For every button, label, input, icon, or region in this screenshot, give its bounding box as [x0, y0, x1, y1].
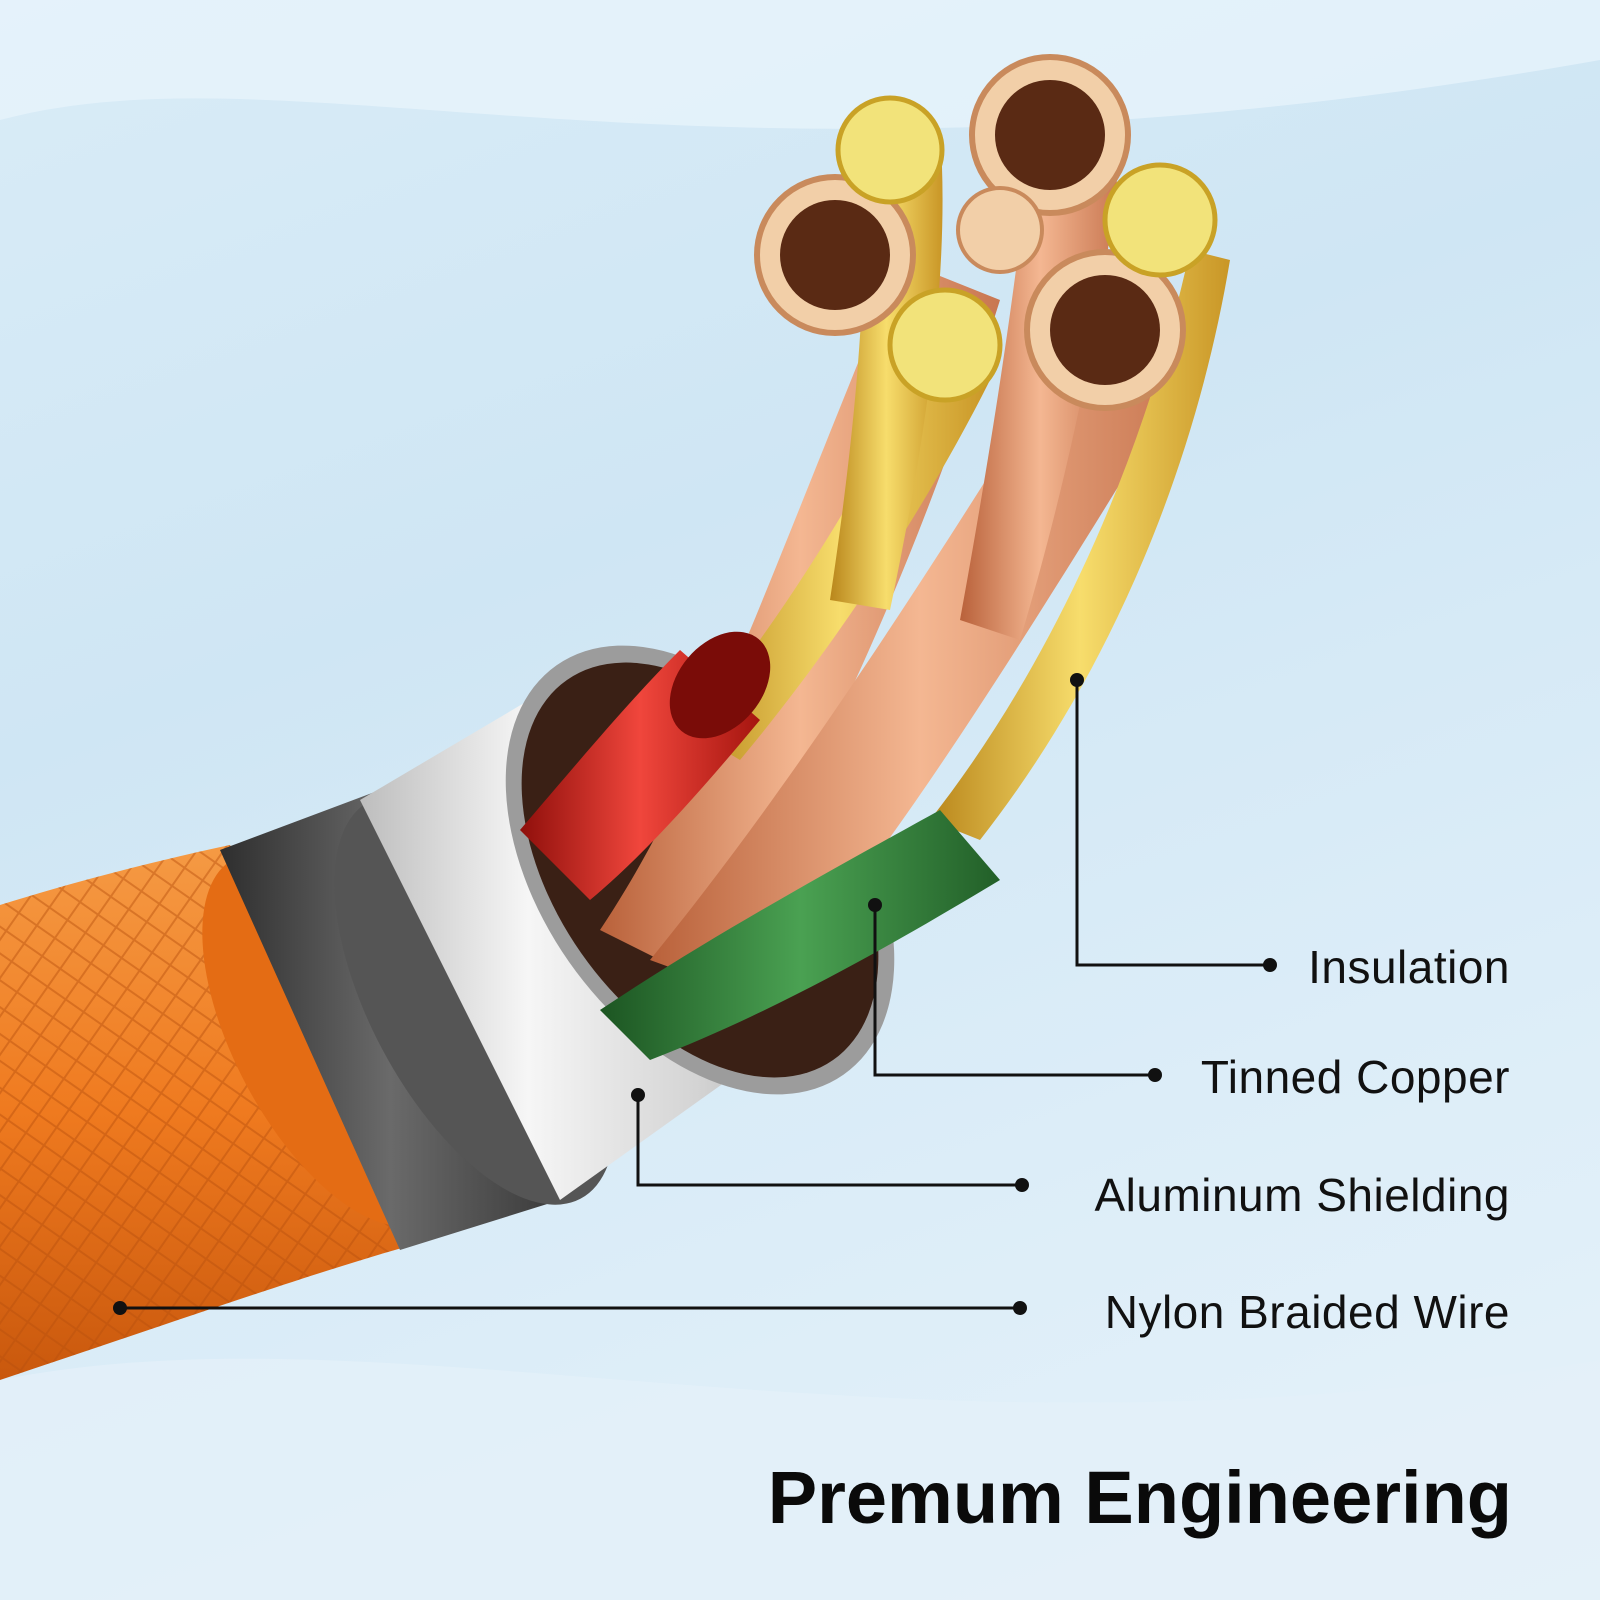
tinned-copper-label: Tinned Copper	[1200, 1051, 1510, 1103]
aluminum-shielding-label: Aluminum Shielding	[1094, 1169, 1510, 1221]
callout-lines	[120, 680, 1270, 1310]
background-swoosh	[0, 1358, 1600, 1600]
headline: Premum Engineering	[767, 1456, 1512, 1539]
strand-ends	[754, 54, 1218, 411]
insulation-label: Insulation	[1308, 941, 1510, 993]
nylon-braided-wire-label: Nylon Braided Wire	[1104, 1286, 1510, 1338]
background-swoosh	[0, 0, 1600, 129]
callout-dots	[113, 673, 1277, 1315]
